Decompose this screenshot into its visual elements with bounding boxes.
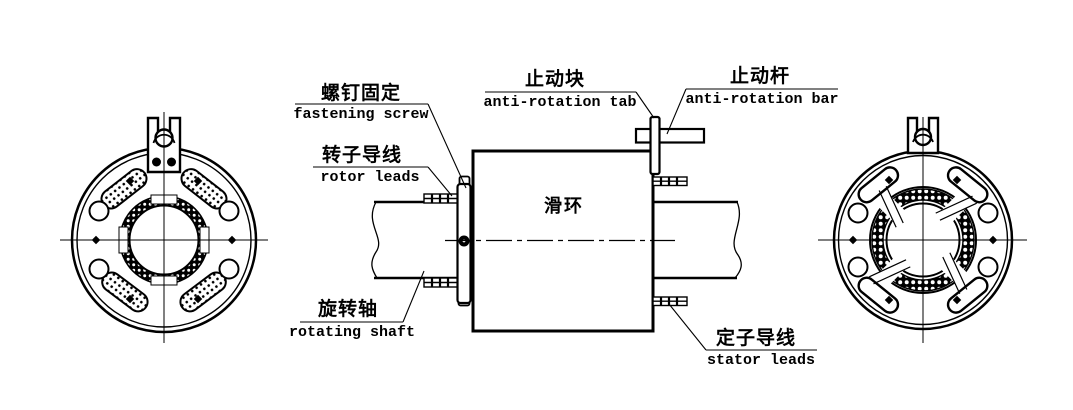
right-end-view bbox=[818, 116, 1027, 343]
shaft-break-line bbox=[371, 201, 380, 279]
rotating-shaft-right bbox=[653, 200, 742, 280]
left-end-view bbox=[60, 112, 268, 343]
shaft-break-line bbox=[733, 201, 742, 279]
leader-anti-rotation-tab bbox=[485, 91, 655, 119]
leader-rotor-leads bbox=[313, 166, 453, 197]
bearing-hatch-marks bbox=[869, 186, 977, 294]
stator-lead-connector-top bbox=[652, 176, 688, 187]
right-clevis-bracket bbox=[906, 116, 940, 155]
rotor-lead-connector-bottom bbox=[423, 277, 459, 288]
stator-lead-connector-bottom bbox=[652, 296, 688, 307]
anti-rotation-tab bbox=[649, 115, 661, 176]
right-mounting-slots bbox=[857, 166, 989, 314]
right-centre-lines bbox=[818, 117, 1027, 343]
left-mounting-slots bbox=[100, 168, 228, 313]
left-bolt-holes bbox=[88, 200, 240, 280]
anti-rotation-bar bbox=[634, 127, 706, 144]
leader-stator-leads bbox=[668, 303, 817, 351]
rotor-lead-connector-top bbox=[423, 193, 459, 204]
callout-leader-lines bbox=[295, 88, 838, 351]
left-centre-lines bbox=[60, 112, 268, 343]
right-bolt-holes bbox=[847, 202, 999, 278]
leader-anti-rotation-bar bbox=[666, 88, 838, 135]
leader-rotating-shaft bbox=[300, 270, 425, 323]
side-view bbox=[371, 115, 742, 333]
leader-fastening-screw bbox=[295, 103, 467, 189]
